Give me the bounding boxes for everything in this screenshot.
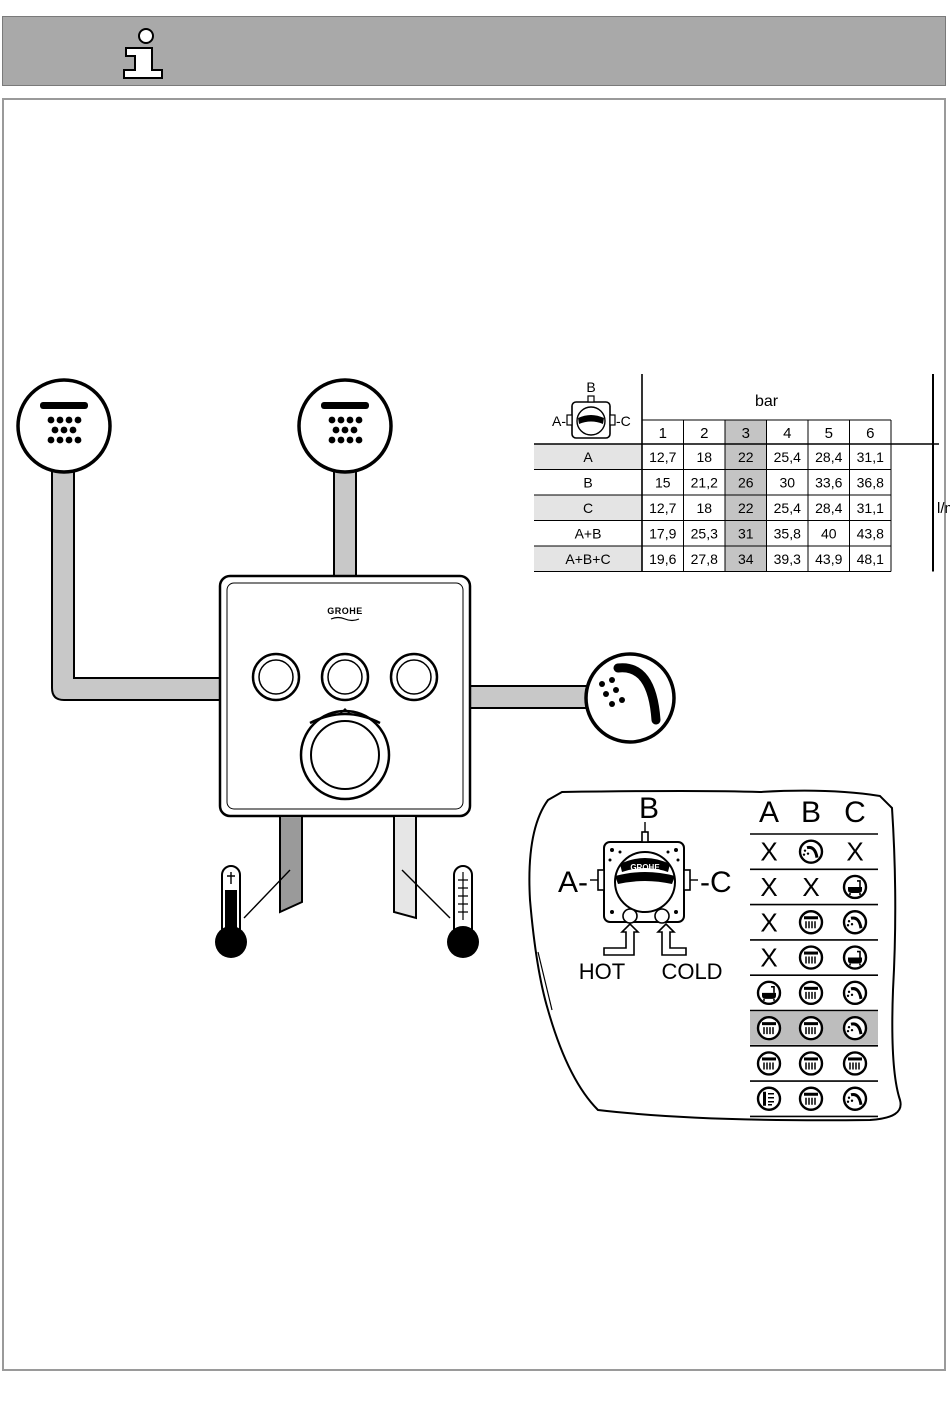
bathtub-icon bbox=[844, 876, 866, 898]
combo-column-header: C bbox=[844, 796, 866, 829]
body-jet-icon bbox=[758, 1088, 780, 1110]
flow-value: 31,1 bbox=[857, 500, 884, 516]
mini-label-a: A- bbox=[552, 413, 566, 429]
hand-shower-icon bbox=[844, 911, 866, 933]
flow-value: 15 bbox=[655, 474, 671, 490]
valve-label-a: A- bbox=[558, 866, 588, 899]
head-shower-icon bbox=[800, 911, 822, 933]
head-shower-outlet-middle bbox=[299, 380, 391, 472]
flow-value: 17,9 bbox=[649, 525, 676, 541]
flow-value: 31,1 bbox=[857, 449, 884, 465]
outlet-row-label: C bbox=[583, 500, 593, 516]
flow-value: 25,3 bbox=[691, 525, 718, 541]
hand-shower-outlet bbox=[586, 654, 674, 742]
flow-value: 27,8 bbox=[691, 551, 718, 567]
flow-value: 43,8 bbox=[857, 525, 884, 541]
flow-value: 36,8 bbox=[857, 474, 884, 490]
combo-cell-x: X bbox=[846, 837, 863, 867]
flow-value: 22 bbox=[738, 449, 754, 465]
pressure-column-header: 3 bbox=[742, 425, 750, 442]
head-shower-icon bbox=[844, 1052, 866, 1074]
flow-value: 21,2 bbox=[691, 474, 718, 490]
hot-label: HOT bbox=[579, 959, 625, 984]
bathtub-icon bbox=[758, 982, 780, 1004]
combo-cell-x: X bbox=[802, 872, 819, 902]
pressure-column-header: 4 bbox=[783, 425, 791, 442]
flow-value: 25,4 bbox=[774, 449, 801, 465]
outlet-row-label: A+B+C bbox=[565, 551, 610, 567]
pressure-column-header: 5 bbox=[825, 425, 833, 442]
hand-shower-icon bbox=[844, 982, 866, 1004]
pressure-column-header: 2 bbox=[700, 425, 708, 442]
outlet-row-label: B bbox=[583, 474, 592, 490]
head-shower-icon bbox=[758, 1052, 780, 1074]
bathtub-icon bbox=[844, 947, 866, 969]
flow-value: 40 bbox=[821, 525, 837, 541]
flow-value: 22 bbox=[738, 500, 754, 516]
combo-column-header: B bbox=[801, 796, 821, 829]
head-shower-icon bbox=[800, 947, 822, 969]
valve-label-b: B bbox=[639, 792, 659, 825]
flow-value: 35,8 bbox=[774, 525, 801, 541]
highlight-column bbox=[725, 420, 767, 572]
mini-label-c: -C bbox=[616, 413, 631, 429]
mini-valve-icon bbox=[567, 396, 615, 438]
hand-shower-icon bbox=[844, 1088, 866, 1110]
flow-value: 18 bbox=[696, 500, 712, 516]
pressure-column-header: 6 bbox=[866, 425, 874, 442]
flow-value: 25,4 bbox=[774, 500, 801, 516]
flow-value: 48,1 bbox=[857, 551, 884, 567]
flow-value: 26 bbox=[738, 474, 754, 490]
pressure-unit-label: bar bbox=[755, 393, 779, 410]
combo-cell-x: X bbox=[760, 943, 777, 973]
flow-value: 12,7 bbox=[649, 449, 676, 465]
flow-value: 18 bbox=[696, 449, 712, 465]
flow-unit-label: l/min bbox=[937, 500, 950, 517]
flow-value: 28,4 bbox=[815, 500, 842, 516]
combo-cell-x: X bbox=[760, 837, 777, 867]
flow-value: 34 bbox=[738, 551, 754, 567]
combo-column-header: A bbox=[759, 796, 779, 829]
head-shower-icon bbox=[800, 1052, 822, 1074]
mini-label-b: B bbox=[586, 379, 595, 395]
hand-shower-icon bbox=[800, 841, 822, 863]
flow-value: 30 bbox=[779, 474, 795, 490]
flow-value: 19,6 bbox=[649, 551, 676, 567]
hand-shower-icon bbox=[844, 1017, 866, 1039]
head-shower-outlet-left bbox=[18, 380, 110, 472]
water-inlet-pipes bbox=[280, 816, 416, 918]
hot-thermometer-icon bbox=[215, 866, 290, 958]
head-shower-icon bbox=[800, 1088, 822, 1110]
outlet-row-label: A bbox=[583, 449, 593, 465]
mixer-brand-label: GROHE bbox=[327, 606, 363, 616]
cold-label: COLD bbox=[661, 959, 722, 984]
flow-value: 43,9 bbox=[815, 551, 842, 567]
head-shower-icon bbox=[758, 1017, 780, 1039]
flow-value: 31 bbox=[738, 525, 754, 541]
valve-label-c: -C bbox=[700, 866, 732, 899]
flow-value: 28,4 bbox=[815, 449, 842, 465]
combo-cell-x: X bbox=[760, 907, 777, 937]
combo-cell-x: X bbox=[760, 872, 777, 902]
head-shower-icon bbox=[800, 982, 822, 1004]
flow-value: 12,7 bbox=[649, 500, 676, 516]
svg-text:GROHE: GROHE bbox=[630, 863, 660, 872]
pressure-column-header: 1 bbox=[659, 425, 667, 442]
head-shower-icon bbox=[800, 1017, 822, 1039]
flow-value: 39,3 bbox=[774, 551, 801, 567]
thermostat-mixer-plate: GROHE bbox=[220, 576, 470, 816]
flow-value: 33,6 bbox=[815, 474, 842, 490]
outlet-row-label: A+B bbox=[575, 525, 602, 541]
